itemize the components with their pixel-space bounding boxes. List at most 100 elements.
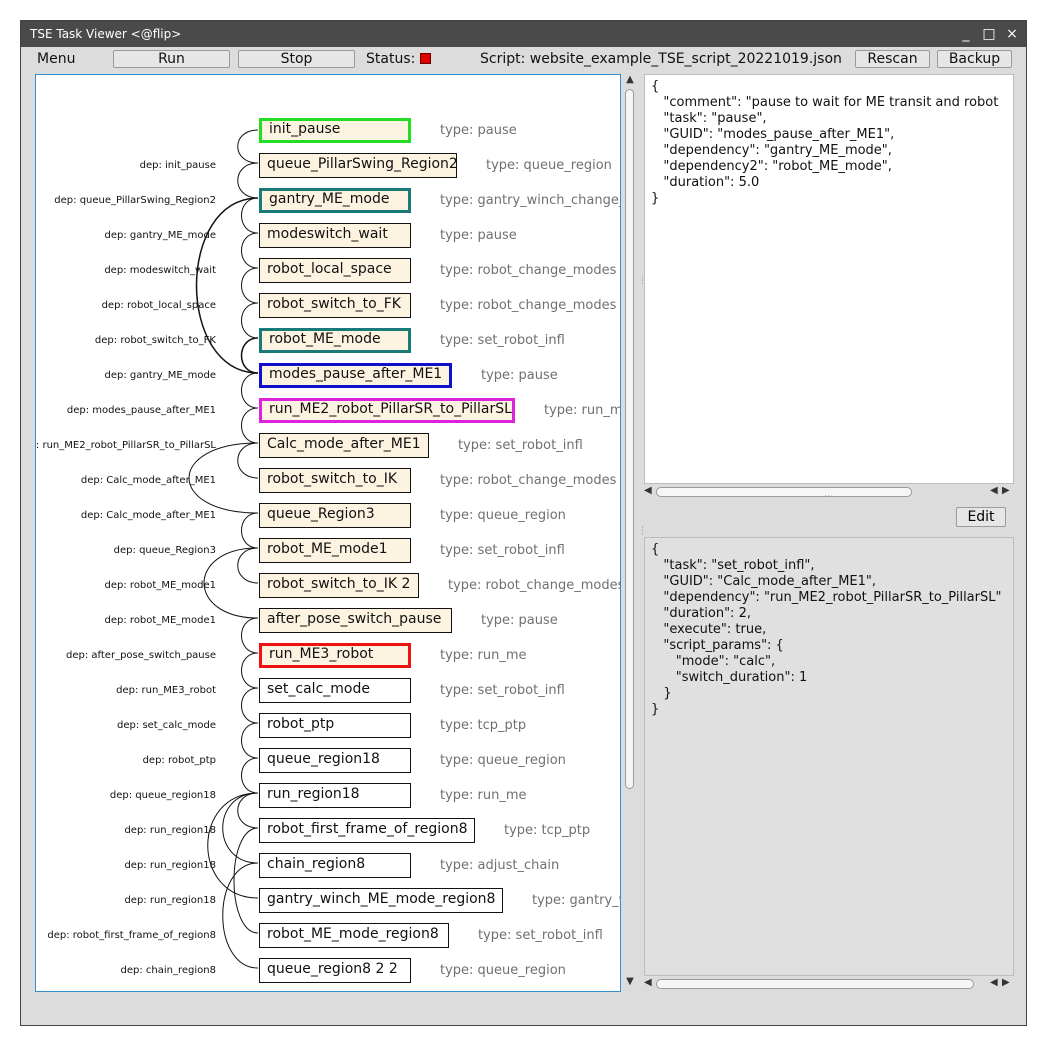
edit-button[interactable]: Edit (956, 507, 1006, 527)
task-type-label: type: gantry_w (532, 893, 621, 908)
bottom-panel-horizontal-scrollbar[interactable]: ◀ ◀ ▶ (644, 977, 1014, 991)
task-node[interactable]: modeswitch_wait (259, 223, 411, 248)
task-type-label: type: queue_region (486, 158, 612, 173)
task-node[interactable]: robot_switch_to_FK (259, 293, 411, 318)
scroll-right-arrow-icon[interactable]: ▶ (1002, 977, 1010, 988)
graph-scroll-thumb[interactable] (625, 89, 634, 789)
task-dependency-label: dep: init_pause (139, 160, 216, 171)
top-panel-horizontal-scrollbar[interactable]: ◀ ◀ ▶ (644, 485, 1014, 499)
task-type-label: type: run_me (440, 648, 527, 663)
task-node[interactable]: robot_ptp (259, 713, 411, 738)
task-node[interactable]: modes_pause_after_ME1 (259, 363, 452, 388)
task-node[interactable]: queue_region8 2 2 (259, 958, 411, 983)
task-dependency-label: dep: robot_ME_mode1 (104, 580, 216, 591)
task-node[interactable]: chain_region8 (259, 853, 411, 878)
task-node[interactable]: queue_PillarSwing_Region2 (259, 153, 458, 178)
task-type-label: type: robot_change_modes (440, 298, 617, 313)
scroll-right-arrow-icon[interactable]: ▶ (1002, 485, 1010, 496)
task-dependency-label: dep: robot_ptp (142, 755, 216, 766)
backup-button[interactable]: Backup (937, 50, 1012, 68)
task-type-label: type: pause (481, 368, 558, 383)
scroll-up-arrow-icon[interactable]: ▲ (626, 74, 634, 85)
menu-button[interactable]: Menu (37, 51, 76, 67)
task-type-label: type: pause (440, 123, 517, 138)
task-dependency-label: dep: robot_first_frame_of_region8 (47, 930, 216, 941)
selected-task-json-top[interactable]: { "comment": "pause to wait for ME trans… (644, 74, 1014, 484)
task-node[interactable]: queue_Region3 (259, 503, 411, 528)
task-dependency-label: dep: queue_region18 (109, 790, 216, 801)
task-node[interactable]: robot_local_space (259, 258, 411, 283)
task-node[interactable]: robot_ME_mode1 (259, 538, 411, 563)
task-dependency-label: dep: run_region18 (124, 860, 216, 871)
splitter-grip-icon[interactable]: ⋮ (638, 276, 647, 286)
status-label: Status: (366, 51, 416, 67)
run-button[interactable]: Run (113, 50, 230, 68)
scroll-left-arrow-icon[interactable]: ◀ (990, 977, 998, 988)
task-type-label: type: run_me (440, 788, 527, 803)
task-node[interactable]: Calc_mode_after_ME1 (259, 433, 429, 458)
task-type-label: type: set_robot_infl (478, 928, 603, 943)
task-type-label: type: tcp_ptp (504, 823, 591, 838)
splitter-grip-icon[interactable]: ⋮ (638, 526, 647, 536)
task-dependency-label: dep: modeswitch_wait (104, 265, 216, 276)
task-node[interactable]: set_calc_mode (259, 678, 411, 703)
close-button[interactable]: × (1006, 26, 1018, 42)
task-dependency-label: dep: robot_switch_to_FK (94, 335, 216, 346)
task-node[interactable]: robot_switch_to_IK (259, 468, 411, 493)
task-node[interactable]: run_ME2_robot_PillarSR_to_PillarSL (259, 398, 515, 423)
maximize-button[interactable]: □ (982, 26, 996, 42)
task-type-label: type: robot_change_modes (448, 578, 621, 593)
task-node[interactable]: run_region18 (259, 783, 411, 808)
task-node[interactable]: robot_first_frame_of_region8 (259, 818, 475, 843)
title-bar[interactable]: TSE Task Viewer <@flip> _ □ × (21, 21, 1026, 47)
toolbar: Menu Run Stop Status: Script: website_ex… (21, 47, 1026, 71)
task-node[interactable]: gantry_winch_ME_mode_region8 (259, 888, 503, 913)
task-type-label: type: robot_change_modes (440, 473, 617, 488)
task-dependency-label: dep: gantry_ME_mode (104, 230, 216, 241)
scroll-left-arrow-icon[interactable]: ◀ (644, 977, 652, 988)
task-dependency-label: dep: modes_pause_after_ME1 (66, 405, 216, 416)
scroll-down-arrow-icon[interactable]: ▼ (626, 976, 634, 987)
bottom-panel-scroll-thumb[interactable] (656, 979, 974, 989)
task-graph[interactable]: init_pause type: pause queue_PillarSwing_R… (35, 74, 621, 992)
task-dependency-label: dep: run_region18 (124, 825, 216, 836)
task-dependency-label: dep: Calc_mode_after_ME1 (80, 475, 216, 486)
task-type-label: type: tcp_ptp (440, 718, 527, 733)
task-dependency-label: dep: queue_Region3 (113, 545, 216, 556)
task-type-label: type: set_robot_infl (458, 438, 583, 453)
task-node[interactable]: robot_ME_mode (259, 328, 411, 353)
task-dependency-label: dep: queue_PillarSwing_Region2 (54, 195, 216, 206)
task-dependency-label: dep: after_pose_switch_pause (66, 650, 216, 661)
task-type-label: type: set_robot_infl (440, 333, 565, 348)
task-node[interactable]: after_pose_switch_pause (259, 608, 452, 633)
rescan-button[interactable]: Rescan (855, 50, 930, 68)
task-dependency-label: dep: set_calc_mode (117, 720, 216, 731)
minimize-button[interactable]: _ (962, 26, 970, 42)
script-label: Script: website_example_TSE_script_20221… (480, 51, 842, 67)
task-node[interactable]: gantry_ME_mode (259, 188, 411, 213)
task-type-label: type: queue_region (440, 963, 566, 978)
top-panel-scroll-thumb[interactable] (656, 487, 912, 497)
task-dependency-label: dep: run_region18 (124, 895, 216, 906)
task-type-label: type: pause (440, 228, 517, 243)
task-dependency-label: dep: robot_ME_mode1 (104, 615, 216, 626)
task-node[interactable]: queue_region18 (259, 748, 411, 773)
task-dependency-label: dep: gantry_ME_mode (104, 370, 216, 381)
task-node[interactable]: robot_ME_mode_region8 (259, 923, 449, 948)
task-dependency-label: dep: chain_region8 (120, 965, 216, 976)
splitter-grip-icon[interactable]: ⋯ (824, 492, 833, 502)
selected-task-json-bottom[interactable]: { "task": "set_robot_infl", "GUID": "Cal… (644, 537, 1014, 976)
task-node[interactable]: run_ME3_robot (259, 643, 411, 668)
task-type-label: type: set_robot_infl (440, 543, 565, 558)
task-type-label: type: run_me (544, 403, 620, 418)
scroll-left-arrow-icon[interactable]: ◀ (644, 485, 652, 496)
task-type-label: type: set_robot_infl (440, 683, 565, 698)
task-node[interactable]: init_pause (259, 118, 411, 143)
task-type-label: type: pause (481, 613, 558, 628)
graph-vertical-scrollbar[interactable]: ▲ ▼ (623, 74, 637, 992)
stop-button[interactable]: Stop (238, 50, 355, 68)
scroll-left-arrow-icon[interactable]: ◀ (990, 485, 998, 496)
main-window: TSE Task Viewer <@flip> _ □ × Menu Run S… (20, 20, 1027, 1026)
task-node[interactable]: robot_switch_to_IK 2 (259, 573, 419, 598)
task-type-label: type: queue_region (440, 508, 566, 523)
